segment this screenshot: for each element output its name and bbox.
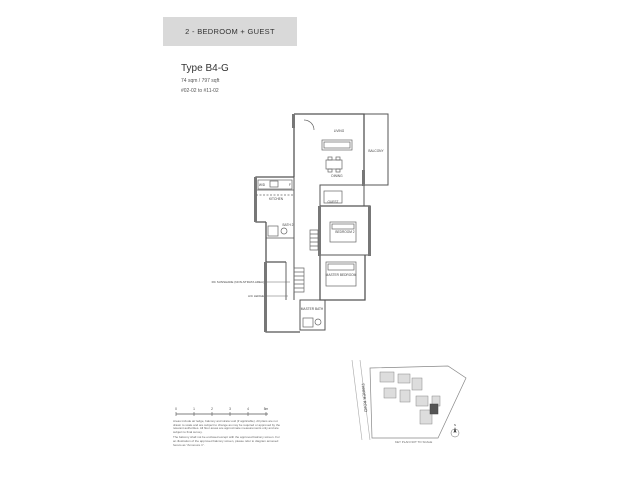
room-label-guest: GUEST [328,200,339,204]
room-label-fridge: F [289,183,291,187]
annotation-ac-ledge: A/C LEDGE [248,294,264,298]
disclaimer-note: Areas include air ledge, balcony and str… [173,419,281,434]
room-label-kitchen: KITCHEN [269,197,284,201]
key-plan-caption: KEY PLAN NOT TO SCALE [395,440,433,444]
room-label-balcony: BALCONY [368,149,384,153]
key-plan: FARRER ROAD N [351,359,467,441]
disclaimer-notes: Areas include air ledge, balcony and str… [173,419,281,449]
unit-area: 74 sqm / 797 sqft [181,78,220,84]
key-plan-highlight [429,403,439,415]
room-label-dining: DINING [331,174,343,178]
room-label-wd: W/D [259,183,266,187]
disclaimer-note: The balcony shall not be enclosed except… [173,435,280,447]
scale-tick-label: 4 [247,407,249,411]
room-label-bedroom2: BEDROOM 2 [335,230,354,234]
scale-tick-label: 5m [264,407,269,411]
unit-type-title: Type B4-G [181,63,229,74]
room-label-living: LIVING [334,129,345,133]
room-label-master-bath: MASTER BATH [301,307,324,311]
scale-bar: 0 1 2 3 4 5m [175,407,269,416]
annotation-sunshade: RC SUNSHADE (NON-STRATA AREA) [212,280,264,284]
scale-tick-label: 1 [193,407,195,411]
scale-tick-label: 2 [211,407,213,411]
north-label: N [454,423,456,427]
unit-category-banner: 2 - BEDROOM + GUEST [163,17,297,46]
road-label: FARRER ROAD [360,383,368,412]
scale-tick-label: 3 [229,407,231,411]
scale-tick-label: 0 [175,407,177,411]
room-label-master-bedroom: MASTER BEDROOM [326,273,357,277]
room-label-bath2: BATH 2 [283,223,294,227]
unit-numbers: #02-02 to #11-02 [181,88,219,94]
